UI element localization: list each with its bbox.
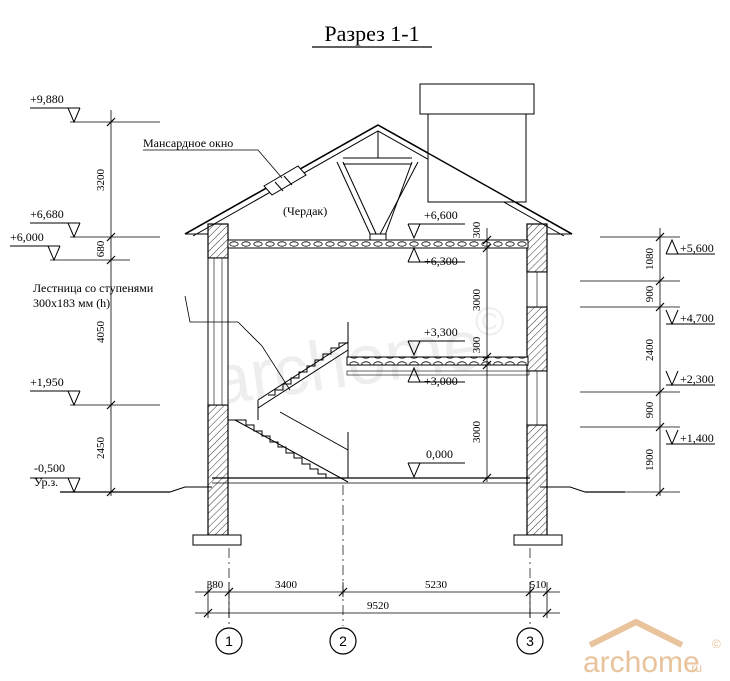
- dim-380: 380: [207, 579, 224, 591]
- right-wall: [513, 223, 563, 546]
- elev-minus-0500: -0,500: [34, 461, 65, 475]
- ground-level-label: Ур.з.: [34, 475, 58, 489]
- elev-6600: +6,600: [424, 208, 458, 222]
- dormer-window: [263, 165, 307, 196]
- vdim-1080: 1080: [644, 248, 656, 271]
- right-dimension-chain: [580, 228, 680, 497]
- inner-dimension-chain: [482, 228, 492, 483]
- vdim-680: 680: [95, 240, 107, 257]
- slab-ceiling-line: [346, 370, 530, 376]
- dim-3400: 3400: [275, 579, 298, 591]
- background-copyright: ©: [475, 300, 504, 344]
- axis-1-bubble: [215, 627, 243, 655]
- left-elevation-markers: [10, 107, 81, 494]
- attic-label: (Чердак): [283, 204, 327, 218]
- leader-lines: [143, 149, 291, 391]
- dim-total-9520: 9520: [367, 600, 390, 612]
- elev-3300: +3,300: [424, 325, 458, 339]
- watermark-suffix: .ru: [688, 661, 702, 675]
- elev-3000: +3,000: [424, 374, 458, 388]
- roof-truss: [336, 131, 419, 241]
- dormer-label: Мансардное окно: [143, 136, 233, 150]
- axis-3-label: 3: [526, 633, 534, 649]
- drawing-title: Разрез 1-1: [324, 21, 419, 46]
- right-elevation-markers: [665, 238, 715, 446]
- watermark-brand: archome: [583, 646, 700, 679]
- vdim-2400: 2400: [644, 339, 656, 362]
- ground-line: [60, 477, 625, 493]
- elev-6680: +6,680: [30, 207, 64, 221]
- vdim-4050: 4050: [95, 321, 107, 344]
- elev-9880: +9,880: [30, 92, 64, 106]
- elev-1950: +1,950: [30, 375, 64, 389]
- axis-bubbles: [215, 627, 544, 655]
- axis-2-label: 2: [339, 633, 347, 649]
- second-floor-slab: [346, 356, 529, 366]
- vdim-3200: 3200: [95, 169, 107, 192]
- elev-0000: 0,000: [426, 447, 453, 461]
- stair-label-line2: 300х183 мм (h): [33, 296, 110, 310]
- inner-elevation-markers: [407, 223, 465, 479]
- vdim-1900: 1900: [644, 449, 656, 472]
- left-wall: [192, 223, 242, 546]
- axis-2-bubble: [329, 627, 357, 655]
- axis-3-bubble: [516, 627, 544, 655]
- elev-5600: +5,600: [680, 241, 714, 255]
- elev-6000: +6,000: [10, 230, 44, 244]
- dim-5230: 5230: [425, 579, 448, 591]
- staircase: [228, 322, 349, 483]
- vdim-300-lower: 300: [471, 336, 483, 353]
- left-dimension-chain: [50, 110, 160, 497]
- elev-1400: +1,400: [680, 431, 714, 445]
- chimney: [419, 83, 535, 203]
- vdim-3000-lower: 3000: [471, 421, 483, 444]
- vdim-3000-upper: 3000: [471, 289, 483, 312]
- elev-4700: +4,700: [680, 311, 714, 325]
- vdim-2450: 2450: [95, 437, 107, 460]
- vdim-900-upper: 900: [644, 285, 656, 302]
- axis-1-label: 1: [225, 633, 233, 649]
- elev-6300: +6,300: [424, 254, 458, 268]
- elev-2300: +2,300: [680, 372, 714, 386]
- vdim-900-lower: 900: [644, 401, 656, 418]
- archome-logo: archome .ru ©: [583, 618, 721, 679]
- house-roof-icon: [588, 618, 684, 648]
- vdim-300-upper: 300: [471, 221, 483, 238]
- bottom-dimension-lines: [195, 582, 560, 618]
- dim-510: 510: [530, 579, 547, 591]
- watermark-copyright: ©: [712, 637, 721, 651]
- stair-label-line1: Лестница со ступенями: [33, 281, 154, 295]
